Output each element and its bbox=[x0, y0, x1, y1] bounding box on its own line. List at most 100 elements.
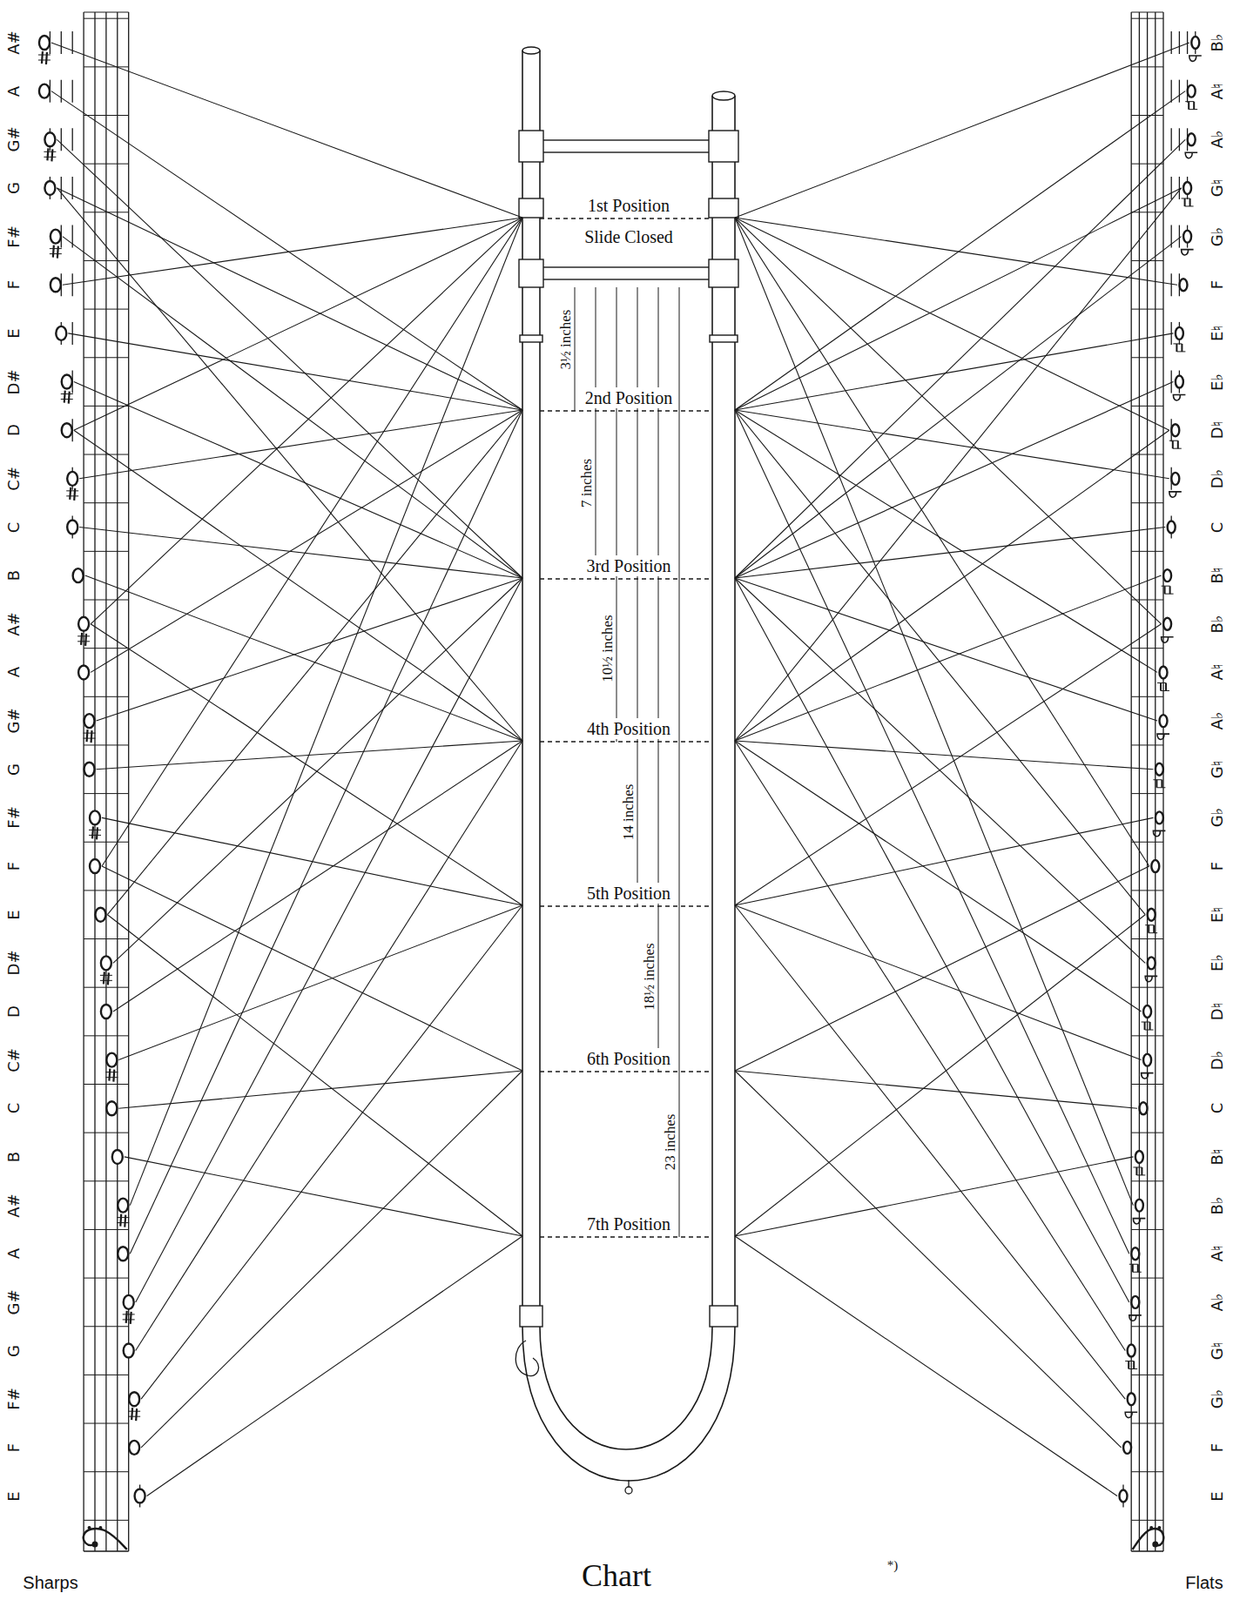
note-head bbox=[1139, 1102, 1148, 1115]
note-name: G♮ bbox=[1209, 761, 1226, 779]
note-head bbox=[39, 84, 50, 99]
note-name: F bbox=[6, 1443, 22, 1453]
column-heading: Sharps bbox=[22, 1573, 78, 1593]
sharp-sign bbox=[43, 151, 56, 157]
position-label: 3rd Position bbox=[582, 555, 674, 577]
note-head bbox=[1171, 472, 1180, 486]
staff-divider bbox=[1131, 1084, 1164, 1085]
staff-line bbox=[1154, 12, 1156, 1552]
position-connector bbox=[734, 188, 1182, 411]
note-marker: A bbox=[1, 658, 91, 687]
note-name: C bbox=[1209, 521, 1226, 533]
position-connector bbox=[56, 188, 523, 411]
note-head bbox=[67, 520, 78, 535]
position-connector bbox=[141, 1071, 523, 1449]
note-head bbox=[1163, 618, 1172, 631]
bass-clef bbox=[1157, 1526, 1161, 1530]
note-name: D♮ bbox=[1209, 421, 1226, 439]
position-connector bbox=[734, 817, 1153, 906]
dimension-label: 10½ inches bbox=[599, 614, 617, 682]
position-connector bbox=[734, 1157, 1133, 1237]
note-marker: F# bbox=[1, 1385, 142, 1414]
note-head bbox=[1191, 36, 1200, 49]
position-connector bbox=[113, 578, 523, 964]
note-head bbox=[1131, 1247, 1139, 1260]
staff-divider bbox=[1131, 938, 1164, 940]
staff-line bbox=[105, 12, 107, 1552]
note-name: E bbox=[6, 328, 22, 338]
ledger-line bbox=[72, 80, 74, 103]
staff-divider bbox=[1131, 793, 1164, 795]
flat-sign bbox=[1132, 1219, 1146, 1225]
position-connector bbox=[734, 915, 1146, 1237]
note-head bbox=[39, 35, 50, 50]
sharp-sign bbox=[64, 390, 70, 405]
note-head bbox=[1187, 85, 1196, 98]
staff-divider bbox=[83, 405, 129, 407]
position-connector bbox=[62, 236, 523, 579]
natural-sign bbox=[1160, 682, 1166, 691]
note-head bbox=[1147, 956, 1156, 970]
staff-divider bbox=[83, 454, 129, 456]
position-connector bbox=[141, 905, 523, 1400]
staff-line bbox=[1146, 12, 1148, 1552]
note-head bbox=[55, 326, 67, 341]
position-connector bbox=[51, 42, 523, 218]
bass-clef bbox=[1149, 1526, 1153, 1530]
slide-brace bbox=[539, 140, 713, 153]
ledger-line bbox=[1179, 80, 1180, 103]
slide-ferrule bbox=[518, 198, 544, 218]
position-connector bbox=[734, 578, 1130, 1303]
note-marker: E bbox=[1, 1482, 148, 1511]
flat-sign bbox=[1172, 395, 1186, 401]
staff-divider bbox=[83, 889, 129, 891]
position-connector bbox=[96, 578, 524, 721]
note-name: E bbox=[6, 1491, 22, 1502]
note-head bbox=[117, 1246, 129, 1261]
note-name: A bbox=[6, 85, 22, 96]
staff-divider bbox=[83, 1374, 129, 1376]
natural-sign bbox=[1185, 101, 1198, 110]
position-mark bbox=[539, 410, 713, 411]
note-name: A# bbox=[6, 1193, 22, 1218]
natural-sign bbox=[1145, 1022, 1151, 1031]
note-marker: A# bbox=[1, 1192, 130, 1220]
note-marker: C bbox=[1, 513, 80, 542]
sharp-sign bbox=[100, 975, 113, 981]
note-name: G♮ bbox=[1209, 1341, 1226, 1360]
staff-divider bbox=[1131, 12, 1164, 14]
note-marker: A bbox=[1, 77, 52, 106]
note-name: D♮ bbox=[1209, 1003, 1226, 1021]
note-name: B♭ bbox=[1209, 33, 1226, 53]
staff-divider bbox=[83, 793, 129, 795]
natural-sign bbox=[1188, 101, 1194, 110]
flat-sign bbox=[1152, 830, 1166, 836]
note-marker: A♮ bbox=[1129, 1239, 1232, 1268]
note-marker: F bbox=[1, 1434, 142, 1463]
staff-divider bbox=[83, 1132, 129, 1134]
note-name: B♮ bbox=[1209, 1149, 1226, 1166]
note-marker: A# bbox=[1, 610, 91, 639]
bass-clef bbox=[98, 1526, 102, 1530]
note-marker: D♮ bbox=[1169, 416, 1232, 445]
note-name: G bbox=[6, 181, 22, 195]
note-marker: D♮ bbox=[1141, 997, 1232, 1026]
staff-divider bbox=[1131, 357, 1164, 358]
note-name: G# bbox=[6, 127, 22, 153]
water-key bbox=[515, 1340, 539, 1377]
staff-divider bbox=[83, 744, 129, 746]
note-head bbox=[1155, 811, 1164, 824]
note-marker: E♮ bbox=[1172, 319, 1232, 348]
staff-divider bbox=[83, 938, 129, 940]
note-head bbox=[134, 1489, 146, 1504]
staff-line bbox=[82, 12, 84, 1552]
position-connector bbox=[85, 575, 523, 742]
note-head bbox=[50, 229, 61, 244]
position-connector bbox=[67, 333, 523, 411]
note-marker: G♭ bbox=[1152, 803, 1232, 832]
sharp-sign bbox=[41, 51, 48, 65]
note-marker: D♭ bbox=[1169, 464, 1232, 493]
position-connector bbox=[734, 188, 1182, 742]
note-head bbox=[128, 1441, 140, 1456]
